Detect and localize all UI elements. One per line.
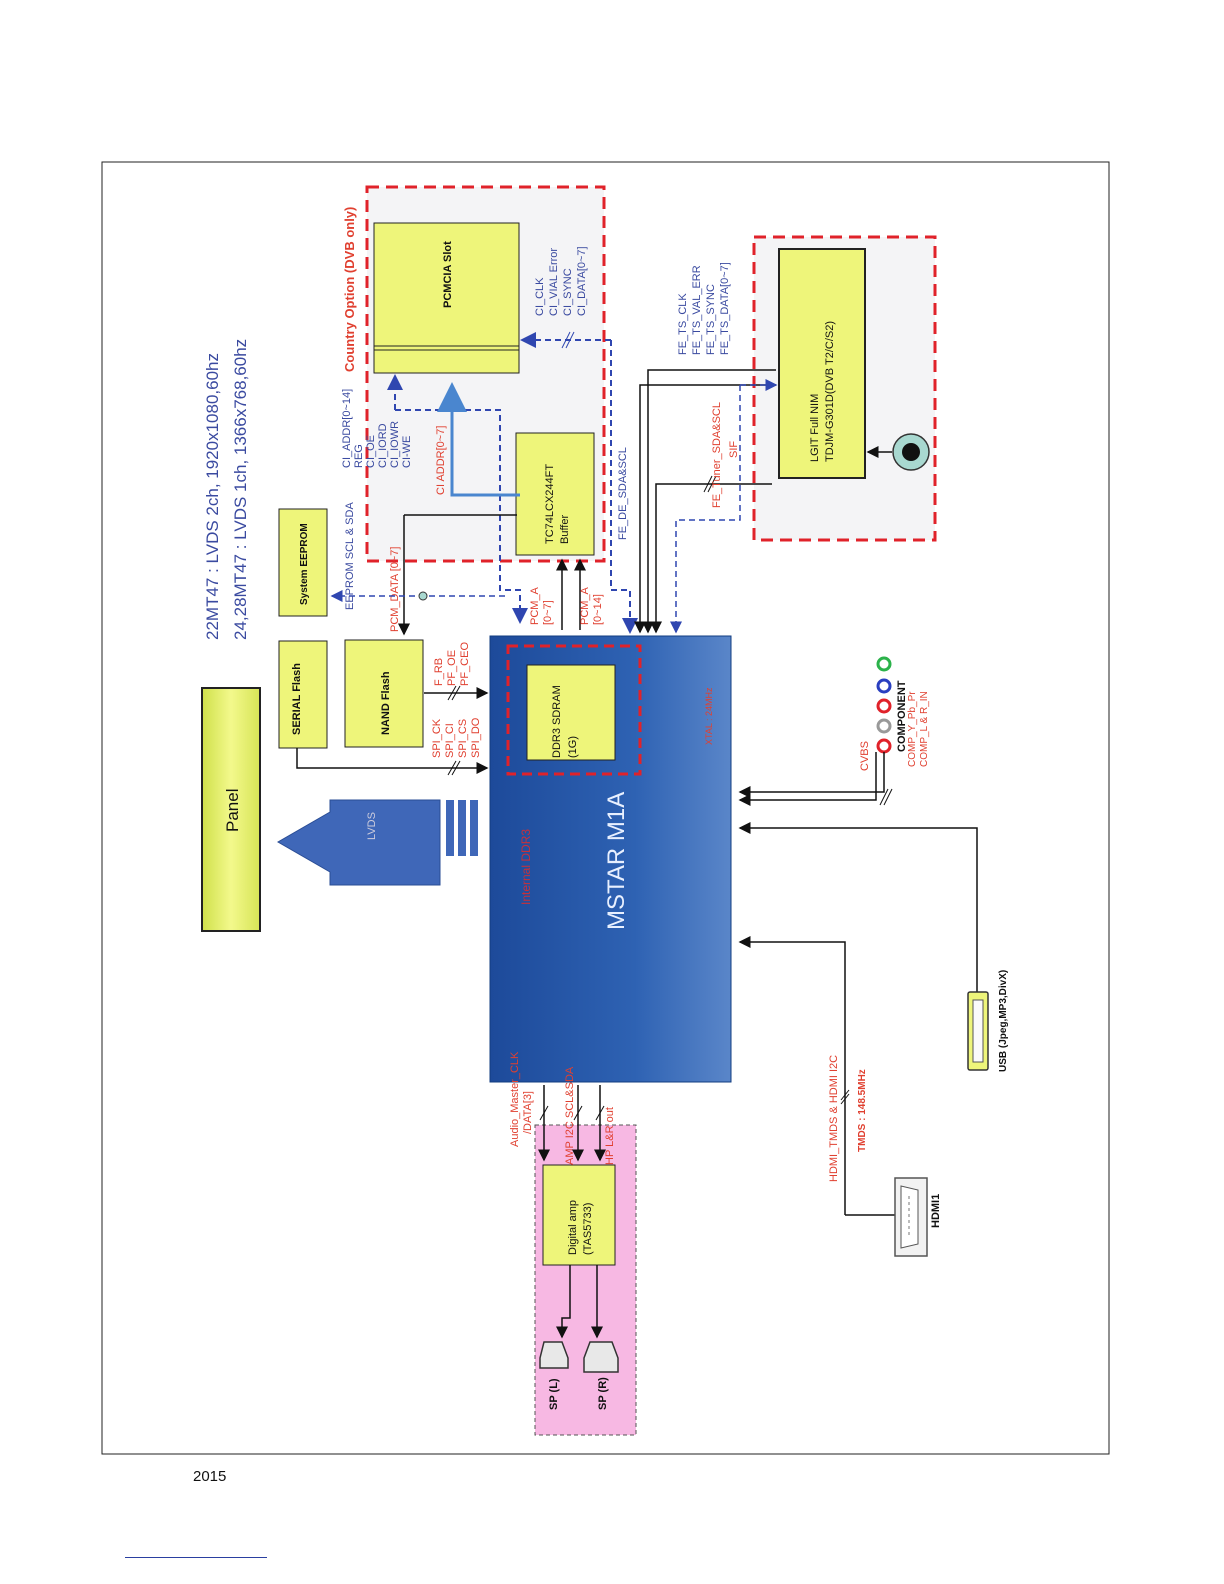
cvbs-label: CVBS [859,741,871,771]
pcm-data-label: PCM_DATA [0~7] [389,547,401,633]
xtal-label: XTAL : 24MHz [704,687,714,745]
ci-addr-red-label: CI ADDR[0~7] [435,426,447,495]
hdmi-port-label: HDMI1 [930,1194,942,1228]
hp-out-label: HP L&R out [604,1107,616,1165]
mstar-label: MSTAR M1A [603,792,630,930]
pcm-a1-label: PCM_A [0~7] [529,585,554,625]
footer-divider [125,1557,267,1558]
lvds-arrow [276,799,478,886]
ddr3-block [526,664,616,761]
amp-i2c-label: AMP I2C SCL&SDA [564,1066,576,1165]
rf-connector-icon [892,433,930,471]
speaker-right-label: SP (R) [597,1377,609,1410]
lvds-label: LVDS [366,812,378,840]
usb-port-icon [967,991,989,1071]
outer-frame [101,161,1110,1455]
fe-ts-list: FE_TS_CLK FE_TS_VAL_ERR FE_TS_SYNC FE_TS… [677,262,731,355]
ci-data-list: CI_CLK CI_VIAL Error CI_SYNC CI_DATA[0~7… [534,245,588,316]
serial-flash-label: SERIAL Flash [291,663,303,735]
audio-master-clk-label: Audio_Master_CLK [509,1051,521,1147]
footer-year: 2015 [193,1468,227,1485]
audio-data-label: /DATA[3] [522,1091,534,1134]
comp-lr-label: COMP_L & R_IN [919,691,930,767]
pcm-a2-label: PCM_A [0~14] [579,585,604,625]
country-option-label: Country Option (DVB only) [342,207,357,372]
spec-line-2: 24,28MT47 : LVDS 1ch, 1366x768,60hz [231,339,250,640]
panel-label: Panel [223,789,242,832]
digital-amp-block [542,1164,616,1266]
nand-flash-block [344,639,424,748]
eeprom-bus-label: EEPROM SCL & SDA [344,502,356,610]
ci-addr-list: CI_ADDR[0~14] REG CI_OE CI_IORD CI_IOWR … [341,386,413,468]
comp-y-label: COMP_Y_Pb_Pr [907,691,918,767]
tmds-label: TMDS : 148.5MHz [857,1069,868,1152]
spi-list: SPI_CK SPI_CI SPI_CS SPI_DO [431,716,482,758]
nim-block [778,248,866,479]
nand-ctrl-list: F_RB PF_OE PF_CEO [433,642,471,686]
ddr3-label: DDR3 SDRAM (1G) [551,682,579,758]
fe-tuner-label: FE_Tuner_SDA&SCL [711,402,723,508]
internal-ddr-label: Internal DDR3 [519,829,533,905]
pcmcia-slot-block [373,222,520,374]
system-eeprom-label: System EEPROM [299,523,310,605]
buffer-label: TC74LCX244FT Buffer [544,461,571,544]
hdmi-port-icon [894,1177,928,1257]
spec-line-1: 22MT47 : LVDS 2ch, 1920x1080,60hz [203,353,222,640]
speaker-left-label: SP (L) [548,1378,560,1410]
speaker-left-icon [539,1341,569,1369]
component-label: COMPONENT [896,680,908,752]
buffer-block [515,432,595,556]
component-jacks-icon [876,656,892,754]
fe-de-label: FE_DE_SDA&SCL [617,447,629,540]
digital-amp-label: Digital amp (TAS5733) [567,1197,594,1255]
sif-label: SIF [728,441,740,458]
serial-flash-block [278,640,328,749]
ddr3-dashed-border [506,644,642,776]
nim-label: LGIT Full NIM TDJM-G301D(DVB T2/C/S2) [809,321,836,462]
speaker-right-icon [583,1341,619,1373]
pcmcia-label: PCMCIA Slot [442,241,454,308]
nand-flash-label: NAND Flash [380,671,392,735]
hdmi-bus-label: HDMI_TMDS & HDMI I2C [828,1055,840,1182]
usb-label: USB (Jpeg,MP3,DivX) [998,970,1009,1072]
system-eeprom-block [278,508,328,617]
panel-block [201,687,261,932]
